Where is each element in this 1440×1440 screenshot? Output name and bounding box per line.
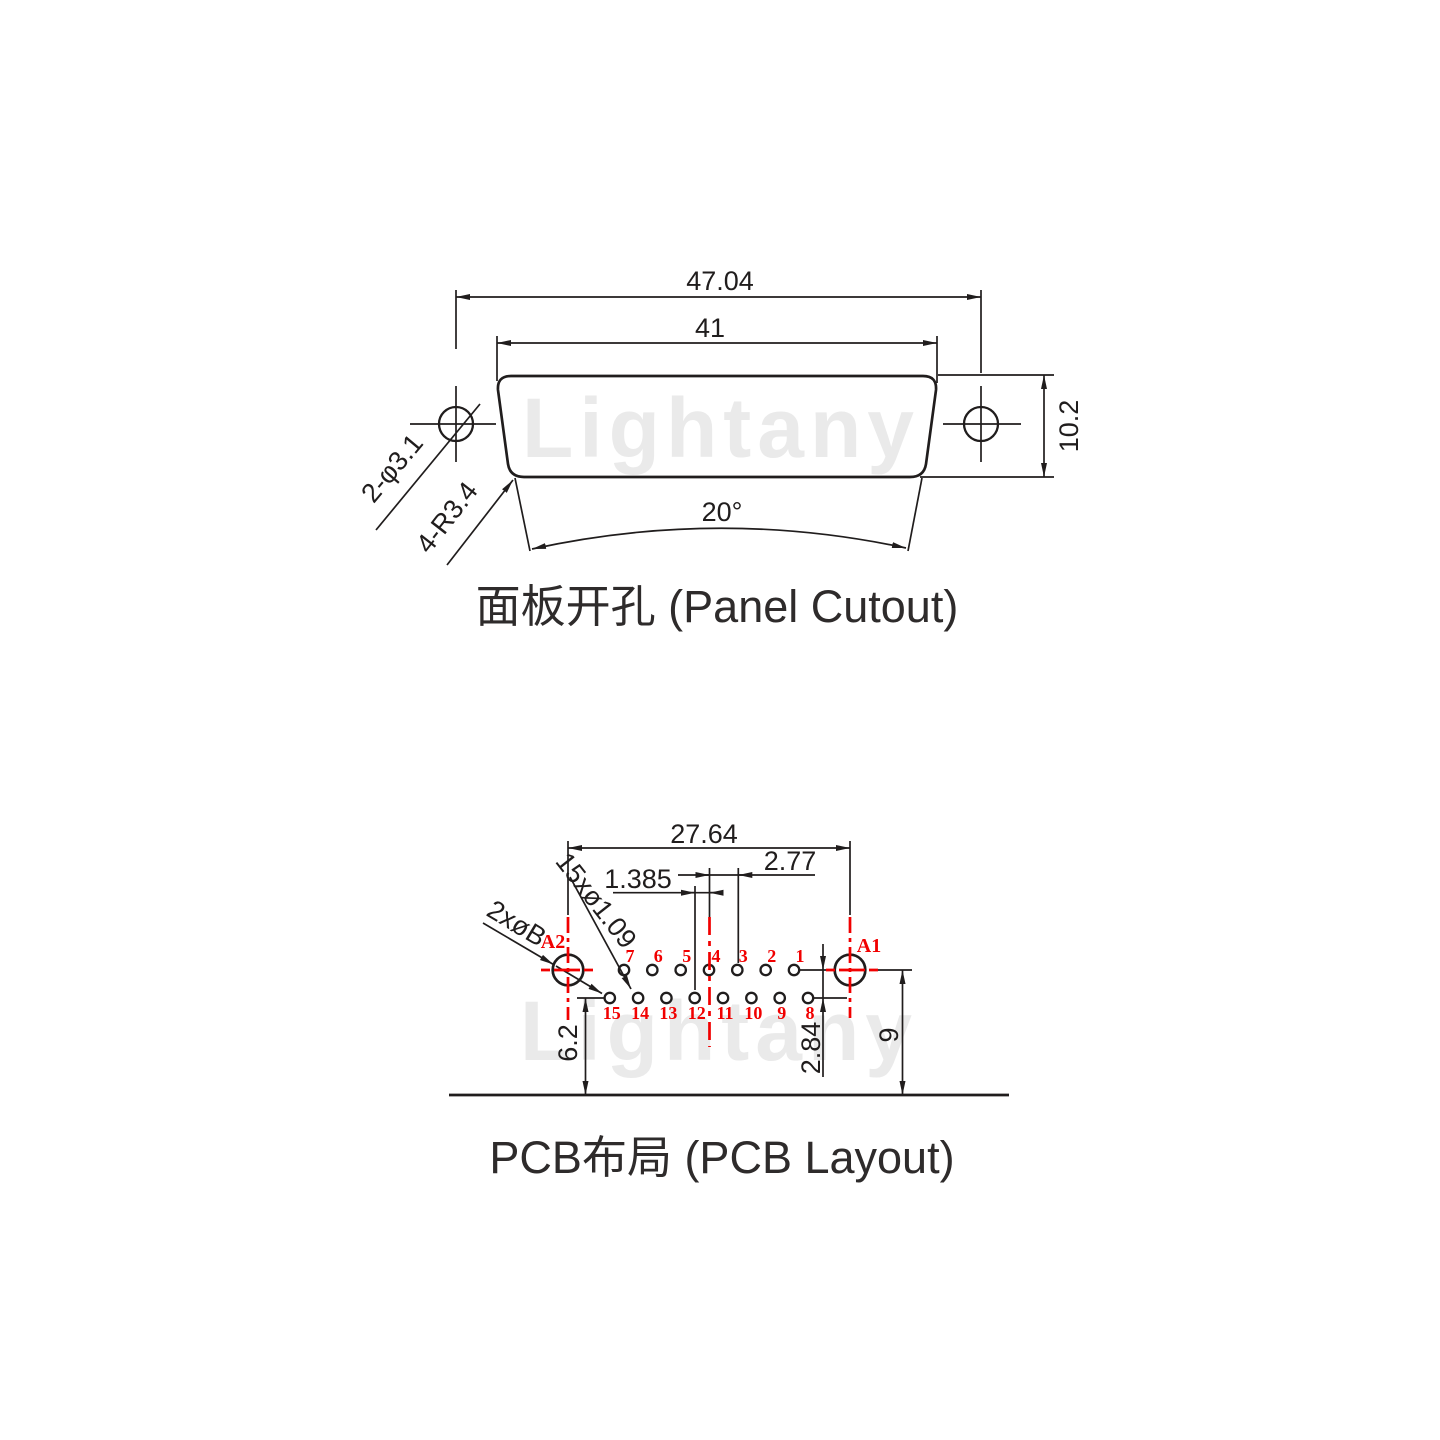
pin-numbers-top-row: 7 6 5 4 3 2 1 (626, 946, 805, 966)
dim-text-41: 41 (695, 313, 725, 343)
dim-text-20deg: 20° (702, 497, 743, 527)
dim-cutout-height (920, 374, 1054, 478)
pin-holes-bottom-row (603, 991, 815, 1005)
leader-corner-radius (446, 479, 514, 566)
dim-outer-width (455, 290, 982, 373)
svg-text:1: 1 (796, 946, 805, 966)
svg-text:11: 11 (716, 1003, 733, 1023)
label-a2: A2 (541, 931, 565, 953)
dim-big-hole-span (567, 841, 851, 915)
dim-text-1-385: 1.385 (604, 864, 672, 894)
dim-text-2-84: 2.84 (796, 1022, 826, 1075)
svg-text:3: 3 (739, 946, 748, 966)
svg-text:4: 4 (712, 946, 721, 966)
svg-text:6: 6 (654, 946, 663, 966)
svg-text:10: 10 (744, 1003, 762, 1023)
label-a1: A1 (857, 935, 881, 957)
dim-text-47-04: 47.04 (686, 266, 754, 296)
svg-text:5: 5 (682, 946, 691, 966)
pcb-layout-view: 27.64 2.77 1.385 6.2 2.84 9 2xøB 15xø1.0… (449, 819, 1009, 1183)
red-centerlines (541, 917, 879, 1047)
dim-inner-width (496, 336, 938, 383)
svg-text:15: 15 (603, 1003, 621, 1023)
svg-text:2: 2 (767, 946, 776, 966)
dim-angle-20 (514, 477, 923, 552)
mounting-hole-left (410, 386, 496, 462)
svg-text:7: 7 (626, 946, 635, 966)
leader-pin-holes (569, 876, 632, 990)
svg-text:13: 13 (659, 1003, 677, 1023)
svg-text:12: 12 (688, 1003, 706, 1023)
label-mount-holes: 2-φ3.1 (355, 428, 429, 508)
dim-row-offset (613, 886, 724, 990)
dim-bottom-row-to-edge (577, 997, 607, 1095)
dsub-cutout-outline (496, 374, 938, 479)
svg-text:9: 9 (777, 1003, 786, 1023)
dim-text-27-64: 27.64 (670, 819, 738, 849)
svg-text:14: 14 (631, 1003, 649, 1023)
pin-holes-top-row (617, 963, 801, 977)
svg-text:8: 8 (806, 1003, 815, 1023)
dim-text-10-2: 10.2 (1054, 400, 1084, 453)
label-corner-radius: 4-R3.4 (410, 476, 484, 558)
panel-cutout-title: 面板开孔 (Panel Cutout) (476, 581, 959, 632)
watermark-top: Lightany (522, 381, 920, 475)
dim-text-6-2: 6.2 (553, 1024, 583, 1062)
dim-top-row-to-edge (877, 969, 912, 1095)
mounting-hole-right (943, 386, 1021, 462)
pcb-layout-title: PCB布局 (PCB Layout) (489, 1132, 954, 1183)
leader-mount-holes (375, 403, 481, 531)
dim-text-9: 9 (874, 1027, 904, 1042)
dim-text-2-77: 2.77 (764, 846, 817, 876)
pin-numbers-bottom-row: 15 14 13 12 11 10 9 8 (603, 1003, 815, 1023)
